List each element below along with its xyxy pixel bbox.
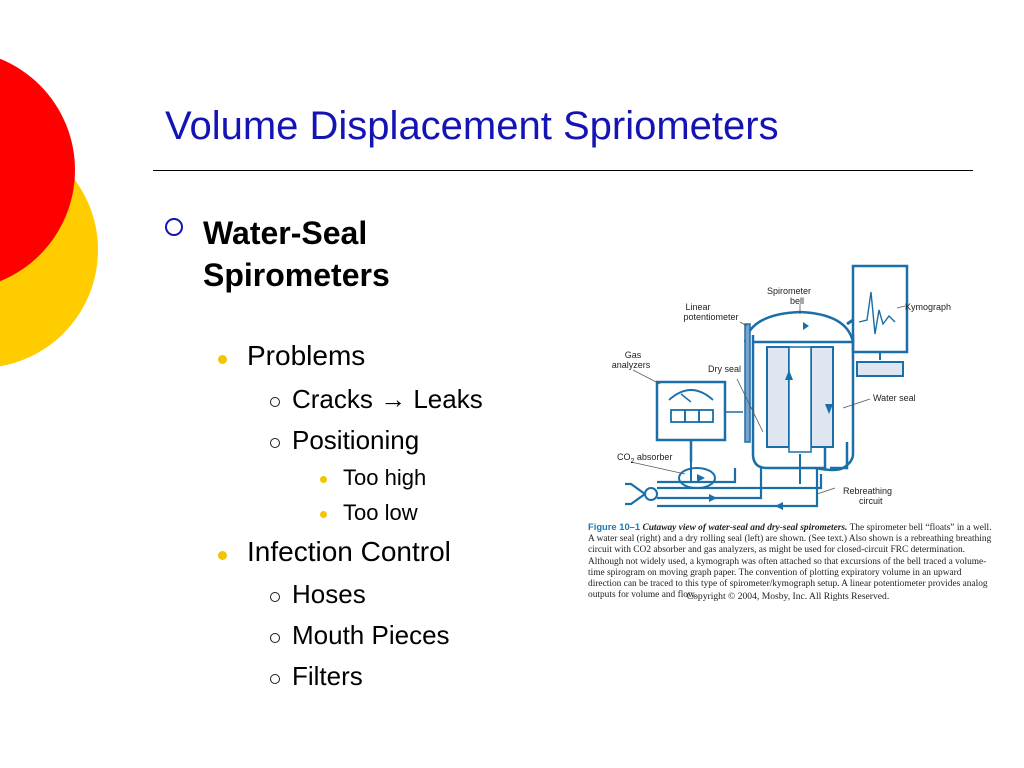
spirometer-bell <box>743 310 855 343</box>
list-item-too-low: Too low <box>343 500 418 525</box>
inner-chamber-left <box>766 346 790 448</box>
figure-caption: Figure 10–1 Cutaway view of water-seal a… <box>588 521 992 601</box>
slide-title: Volume Displacement Spriometers <box>165 104 779 148</box>
gold-dot-bullet-icon <box>218 551 227 560</box>
label-water-seal: Water seal <box>873 393 916 403</box>
title-divider <box>153 170 973 171</box>
gold-dot-bullet-icon <box>320 511 327 518</box>
hollow-circle-bullet-icon <box>165 218 183 236</box>
label-spirometer-bell: Spirometer <box>767 286 811 296</box>
red-circle <box>0 58 75 282</box>
label-dry-seal: Dry seal <box>708 364 741 374</box>
svg-text:circuit: circuit <box>859 496 883 506</box>
ring-bullet-icon <box>270 438 280 448</box>
spirometer-housing <box>751 335 855 472</box>
inner-chamber-right <box>810 346 834 448</box>
ring-bullet-icon <box>270 592 280 602</box>
label-rebreathing-circuit: Rebreathing <box>843 486 892 496</box>
gold-dot-bullet-icon <box>320 476 327 483</box>
label-kymograph: Kymograph <box>905 302 951 312</box>
list-item-too-high: Too high <box>343 465 427 490</box>
ring-bullet-icon <box>270 633 280 643</box>
gold-dot-bullet-icon <box>218 355 227 364</box>
figure-copyright: Copyright © 2004, Mosby, Inc. All Rights… <box>686 591 890 602</box>
co2-absorber <box>678 467 716 489</box>
svg-text:bell: bell <box>790 296 804 306</box>
breathing-circuit <box>657 468 823 508</box>
list-item-infection-control: Infection Control <box>247 536 451 567</box>
svg-text:analyzers: analyzers <box>612 360 651 370</box>
svg-text:potentiometer: potentiometer <box>683 312 738 322</box>
label-gas-analyzers: Gas <box>625 350 642 360</box>
linear-potentiometer <box>744 323 751 443</box>
list-item-hoses: Hoses <box>292 579 366 609</box>
decorative-circles <box>0 58 98 367</box>
list-item-positioning: Positioning <box>292 425 420 455</box>
ring-bullet-icon <box>270 674 280 684</box>
label-linear-potentiometer: Linear <box>685 302 710 312</box>
list-item-cracks-leaks: Cracks → Leaks <box>292 384 483 414</box>
list-item-mouth-pieces: Mouth Pieces <box>292 620 450 650</box>
label-co2-absorber: CO2 absorber <box>617 452 672 465</box>
kymograph <box>851 264 909 354</box>
list-item-problems: Problems <box>247 340 366 371</box>
list-item-filters: Filters <box>292 661 363 691</box>
ring-bullet-icon <box>270 397 280 407</box>
spirometer-diagram: Spirometer bell Kymograph Linear potenti… <box>612 264 951 510</box>
